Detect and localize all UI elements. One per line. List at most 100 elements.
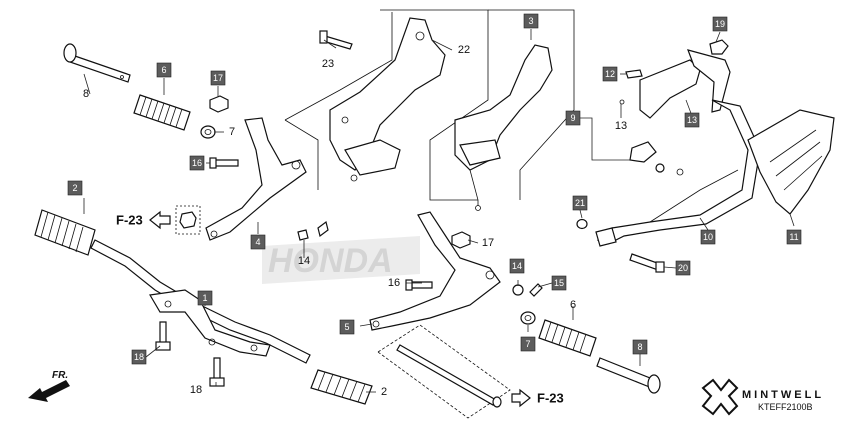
grab-rail-10 bbox=[595, 99, 761, 247]
callout-8-right: 8 bbox=[632, 339, 648, 355]
bolt-23 bbox=[319, 30, 353, 50]
label-18-left: 18 bbox=[134, 352, 144, 362]
callout-4: 4 bbox=[250, 234, 266, 250]
label-13-left: 13 bbox=[615, 120, 627, 132]
long-rod-group bbox=[377, 324, 511, 419]
callout-7-left: 7 bbox=[229, 126, 235, 138]
label-7-right: 7 bbox=[525, 339, 530, 349]
callout-6-left: 6 bbox=[156, 62, 172, 78]
label-14-right: 14 bbox=[512, 261, 522, 271]
washer-7-right bbox=[520, 311, 536, 325]
callout-5: 5 bbox=[339, 319, 355, 335]
brand-logo-icon bbox=[701, 378, 739, 416]
bolt-18-b bbox=[209, 357, 225, 387]
label-11: 11 bbox=[789, 232, 798, 242]
callout-17-right: 17 bbox=[482, 237, 494, 249]
honda-watermark: HONDA bbox=[262, 236, 420, 284]
callout-8-left: 8 bbox=[83, 88, 89, 100]
bolt-16-left bbox=[209, 157, 239, 169]
callout-19: 19 bbox=[712, 16, 728, 32]
washer-7-left bbox=[200, 125, 216, 139]
fr-label: FR. bbox=[52, 370, 68, 381]
label-3: 3 bbox=[528, 16, 533, 26]
callout-16-right: 16 bbox=[388, 277, 400, 289]
ref-label-right: F-23 bbox=[537, 391, 564, 406]
label-16-right: 16 bbox=[388, 277, 400, 289]
nut-17-left bbox=[209, 95, 229, 113]
callout-10: 10 bbox=[700, 229, 716, 245]
label-16-left: 16 bbox=[192, 158, 202, 168]
label-22: 22 bbox=[458, 44, 470, 56]
footpeg-rubber-2-left bbox=[34, 209, 96, 256]
frame-bracket-22 bbox=[329, 17, 446, 182]
label-23: 23 bbox=[322, 58, 334, 70]
footpeg-bracket-5 bbox=[369, 211, 501, 331]
pin-8-right bbox=[596, 357, 661, 394]
label-6-right: 6 bbox=[570, 299, 576, 311]
callout-7-right: 7 bbox=[520, 336, 536, 352]
nut-17-right bbox=[451, 231, 471, 249]
label-5: 5 bbox=[344, 322, 349, 332]
footpeg-rubber-6-left bbox=[133, 94, 191, 131]
label-8-right: 8 bbox=[637, 342, 642, 352]
callout-13-left: 13 bbox=[615, 120, 627, 132]
callout-11: 11 bbox=[786, 229, 802, 245]
label-21: 21 bbox=[575, 198, 585, 208]
label-17-left: 17 bbox=[213, 73, 223, 83]
label-13-right: 13 bbox=[687, 115, 697, 125]
washer-14-right bbox=[512, 283, 543, 297]
callout-12: 12 bbox=[602, 66, 618, 82]
label-19: 19 bbox=[715, 19, 725, 29]
label-15: 15 bbox=[554, 278, 564, 288]
label-1: 1 bbox=[202, 293, 207, 303]
callout-3: 3 bbox=[523, 13, 539, 29]
callout-18-right: 18 bbox=[190, 384, 202, 396]
bolt-20 bbox=[629, 253, 665, 273]
nut-21 bbox=[576, 218, 588, 230]
callout-17-left: 17 bbox=[210, 70, 226, 86]
callout-14-left: 14 bbox=[298, 255, 310, 267]
label-4: 4 bbox=[255, 237, 260, 247]
callout-6-right: 6 bbox=[570, 299, 576, 311]
watermark-text: HONDA bbox=[268, 242, 393, 280]
diagram-code: KTEFF2100B bbox=[758, 402, 813, 412]
ref-arrow-left: F-23 bbox=[116, 205, 201, 235]
bolt-18-a bbox=[155, 321, 171, 351]
brand-name: MINTWELL bbox=[742, 389, 824, 401]
footpeg-rubber-6-right bbox=[538, 319, 597, 357]
callout-1: 1 bbox=[197, 290, 213, 306]
callout-14-right: 14 bbox=[509, 258, 525, 274]
label-8-left: 8 bbox=[83, 88, 89, 100]
callout-13-right: 13 bbox=[684, 112, 700, 128]
callout-15: 15 bbox=[551, 275, 567, 291]
callout-16-left: 16 bbox=[189, 155, 205, 171]
ref-arrow-right: F-23 bbox=[511, 388, 564, 408]
leader-lines bbox=[83, 29, 795, 393]
callout-22: 22 bbox=[458, 44, 470, 56]
label-20: 20 bbox=[678, 263, 688, 273]
callout-18-left: 18 bbox=[131, 349, 147, 365]
footpeg-bar-1 bbox=[90, 239, 311, 364]
side-cover-11 bbox=[747, 109, 835, 215]
label-18-right: 18 bbox=[190, 384, 202, 396]
label-17-right: 17 bbox=[482, 237, 494, 249]
label-14-left: 14 bbox=[298, 255, 310, 267]
bracket-assembly-9 bbox=[619, 39, 731, 173]
callout-23: 23 bbox=[322, 58, 334, 70]
label-7-left: 7 bbox=[229, 126, 235, 138]
callout-2-right: 2 bbox=[381, 386, 387, 398]
label-9: 9 bbox=[570, 113, 575, 123]
pin-8-left bbox=[63, 43, 131, 83]
footpeg-rubber-2-right bbox=[310, 369, 373, 405]
callout-9: 9 bbox=[565, 110, 581, 126]
label-2-right: 2 bbox=[381, 386, 387, 398]
ref-label-left: F-23 bbox=[116, 213, 143, 228]
callout-21: 21 bbox=[572, 195, 588, 211]
brand-logo: MINTWELL bbox=[701, 378, 824, 416]
frame-bracket-3 bbox=[454, 44, 553, 211]
bolt-16-right bbox=[405, 279, 433, 291]
label-6-left: 6 bbox=[161, 65, 166, 75]
callout-2-left: 2 bbox=[67, 180, 83, 196]
label-10: 10 bbox=[703, 232, 713, 242]
